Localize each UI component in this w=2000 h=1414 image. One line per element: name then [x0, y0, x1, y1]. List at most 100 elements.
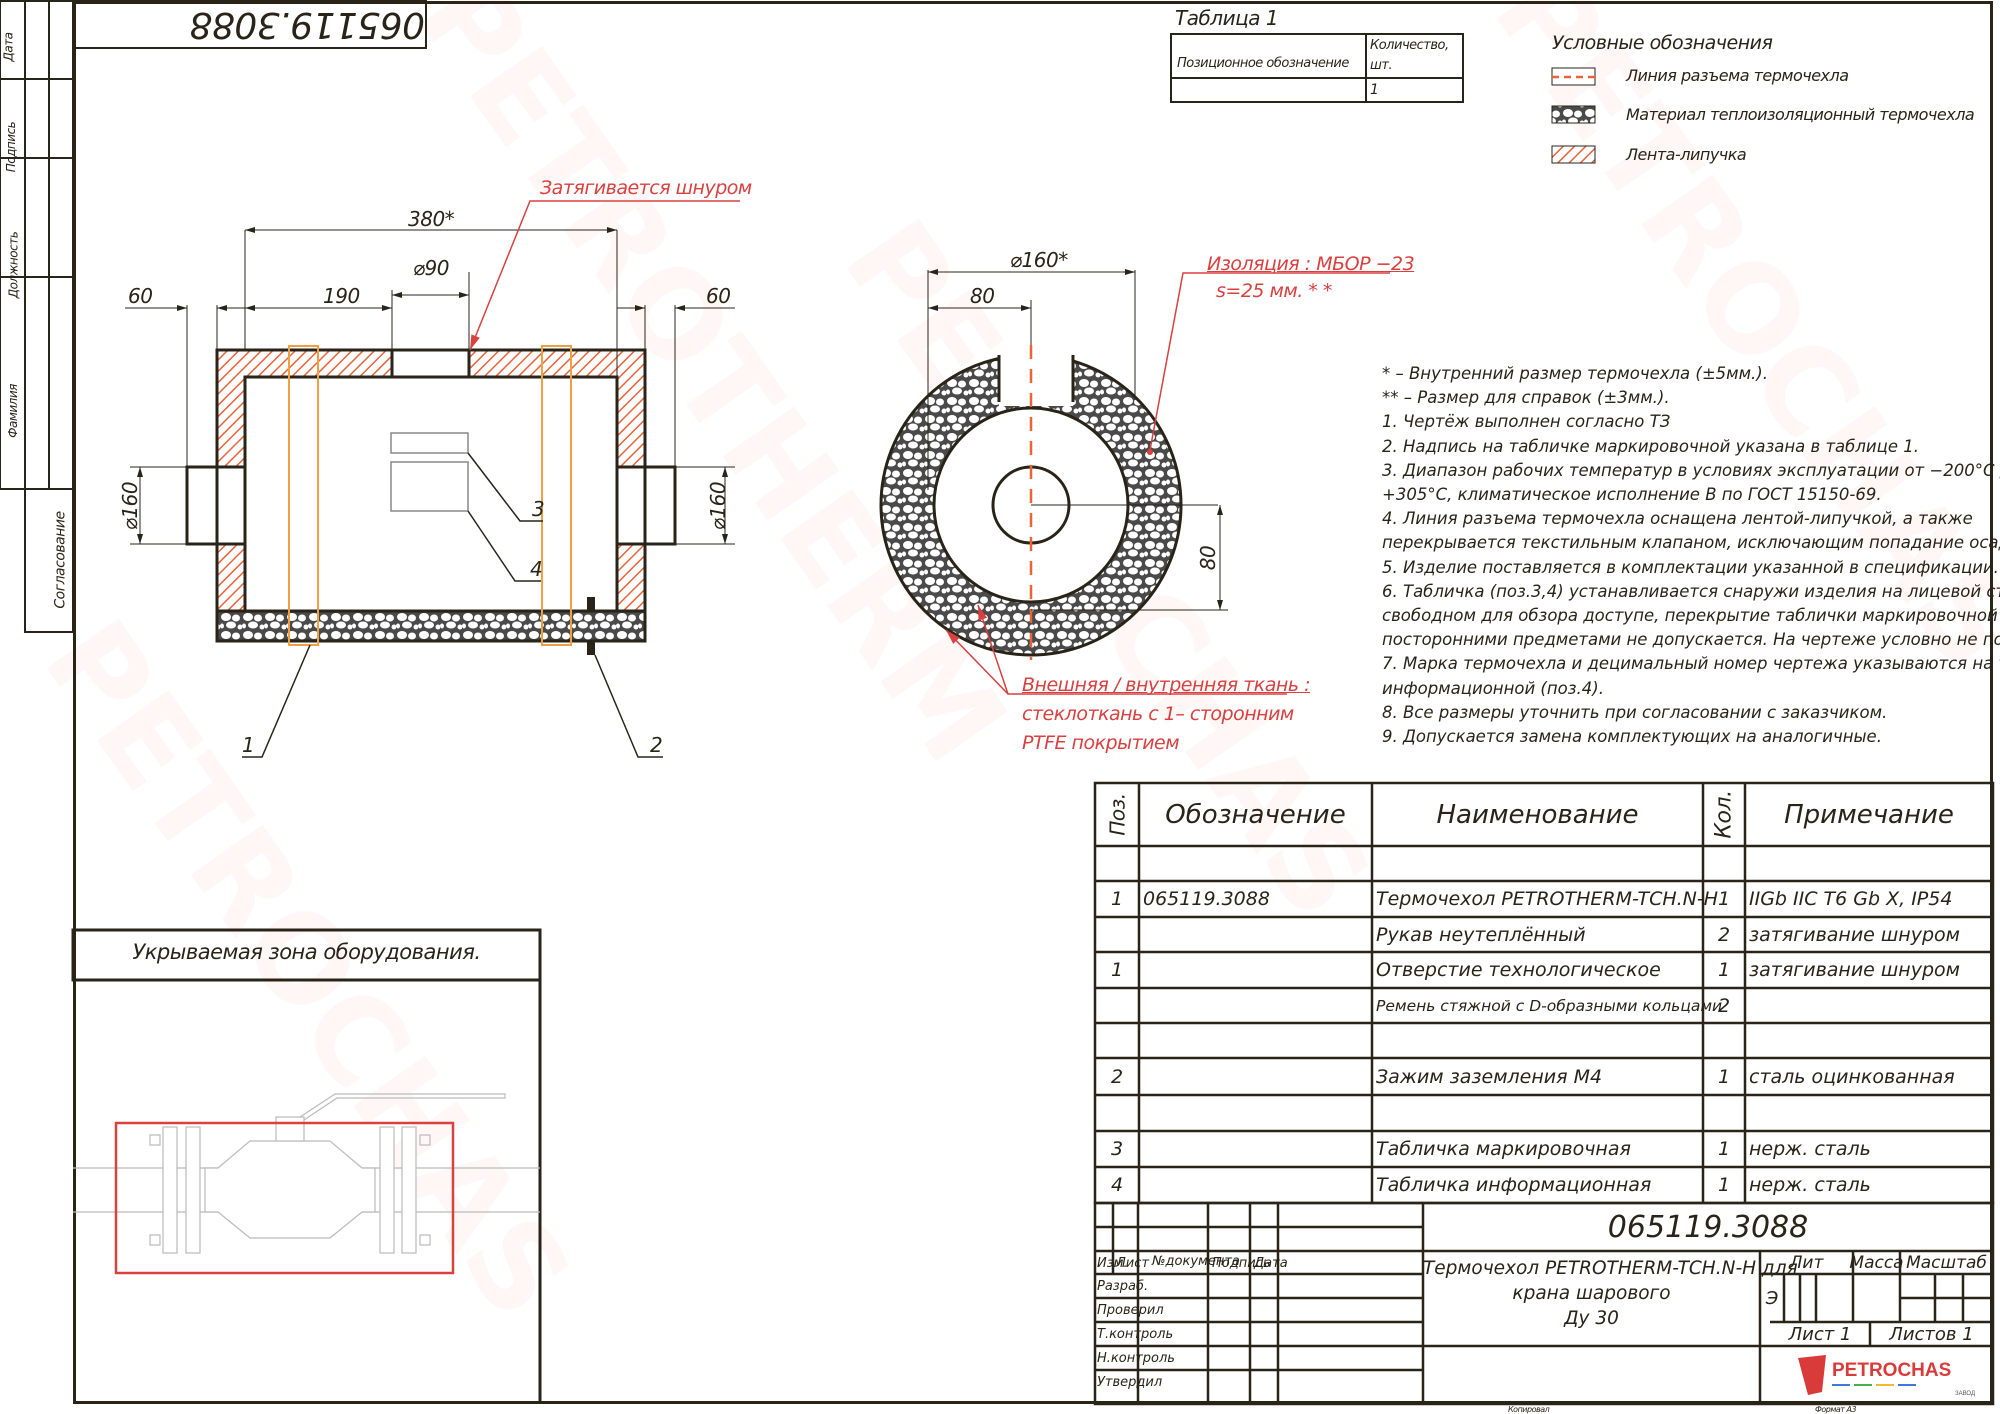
- technical-notes: * – Внутренний размер термочехла (±5мм.)…: [1382, 362, 2000, 749]
- spec-header-designation: Обозначение: [1165, 799, 1346, 830]
- note-line: информационной (поз.4).: [1382, 678, 1604, 698]
- title-doc-number: 065119.3088: [1607, 1209, 1809, 1245]
- callout-fabric-line3: PTFE покрытием: [1022, 732, 1180, 754]
- note-line: 7. Марка термочехла и децимальный номер …: [1382, 654, 2000, 674]
- spec-cell-qty: 1: [1717, 1065, 1731, 1088]
- side-label-position: Должность: [6, 231, 21, 299]
- note-line: 8. Все размеры уточнить при согласовании…: [1382, 702, 1888, 722]
- product-title-line1: Термочехол PETROTHERM-TCH.N-H для: [1423, 1258, 1798, 1279]
- legend-item-insulation: Материал теплоизоляционный термочехла: [1626, 105, 1975, 124]
- spec-cell-note: затягивание шнуром: [1749, 959, 1960, 981]
- callout-fabric-line2: стеклоткань с 1– сторонним: [1022, 703, 1294, 725]
- spec-cell-pos: 2: [1110, 1065, 1124, 1088]
- note-line: 9. Допускается замена комплектующих на а…: [1382, 727, 1882, 747]
- tb-role-approver: Утвердил: [1097, 1374, 1163, 1390]
- spec-cell-pos: 1: [1110, 959, 1124, 981]
- dim-overall: 380*: [408, 207, 455, 231]
- product-title-line3: Ду 30: [1564, 1308, 1619, 1329]
- spec-cell-name: Табличка маркировочная: [1376, 1138, 1631, 1160]
- petrochas-logo-shape: [1798, 1355, 1916, 1395]
- spec-cell-name: Отверстие технологическое: [1376, 959, 1661, 981]
- spec-header-name: Наименование: [1436, 799, 1639, 830]
- spec-cell-name: Ремень стяжной с D-образными кольцами: [1376, 996, 1723, 1015]
- tb-mass-label: Масса: [1849, 1252, 1904, 1273]
- tb-sheet: Лист 1: [1788, 1323, 1852, 1345]
- callout-insulation-line1: Изоляция : МБОР −23: [1207, 253, 1415, 275]
- spec-cell-pos: 3: [1110, 1138, 1124, 1160]
- spec-cell-pos: 1: [1110, 888, 1124, 910]
- equipment-zone-title: Укрываемая зона оборудования.: [132, 940, 481, 964]
- dim-left-to-hole: 190: [323, 284, 360, 308]
- spec-cell-note: нерж. сталь: [1749, 1138, 1871, 1160]
- position-label-3: 3: [532, 497, 545, 521]
- spec-cell-qty: 1: [1717, 888, 1731, 910]
- table1-header-qty: Количество, шт.: [1370, 38, 1449, 73]
- spec-cell-qty: 2: [1717, 994, 1731, 1017]
- tb-col-change: Изм.: [1097, 1255, 1128, 1271]
- spec-cell-note: сталь оцинкованная: [1749, 1065, 1955, 1088]
- tb-role-norm-control: Н.контроль: [1097, 1350, 1175, 1366]
- note-line: +305°С, климатическое исполнение В по ГО…: [1382, 485, 1882, 505]
- footer-copied: Копировал: [1508, 1405, 1550, 1414]
- note-line: 3. Диапазон рабочих температур в условия…: [1382, 460, 2000, 480]
- spec-cell-name: Табличка информационная: [1376, 1174, 1652, 1196]
- note-line: 4. Линия разъема термочехла оснащена лен…: [1382, 509, 1973, 529]
- drawing-frame: [73, 1, 1993, 1404]
- tb-col-signature: Подпись: [1212, 1255, 1271, 1271]
- table1-cell-qty: 1: [1370, 82, 1379, 98]
- dim-vertical: 80: [1196, 545, 1221, 571]
- footer-format: Формат А3: [1815, 1405, 1857, 1414]
- legend-item-velcro: Лента-липучка: [1626, 145, 1747, 164]
- note-line: * – Внутренний размер термочехла (±5мм.)…: [1382, 364, 1768, 383]
- position-label-1: 1: [242, 733, 255, 757]
- spec-cell-note: IIGb IIC T6 Gb X, IP54: [1749, 888, 1953, 910]
- spec-cell-qty: 1: [1717, 1138, 1731, 1160]
- note-line: 5. Изделие поставляется в комплектации у…: [1382, 557, 1999, 577]
- tb-col-docnum: №документа: [1152, 1253, 1240, 1269]
- product-title-line2: крана шарового: [1512, 1283, 1671, 1304]
- dim-half: 80: [970, 284, 995, 308]
- side-label-agreement: Согласование: [52, 511, 69, 609]
- legend-title: Условные обозначения: [1552, 32, 1773, 54]
- callout-insulation-line2: s=25 мм. * *: [1216, 280, 1332, 302]
- callout-fabric-line1: Внешняя / внутренняя ткань :: [1022, 674, 1310, 696]
- logo-text: PETROCHAS: [1832, 1360, 1952, 1381]
- tb-col-date: Дата: [1254, 1255, 1288, 1271]
- spec-cell-designation: 065119.3088: [1143, 888, 1270, 910]
- table1-header-position: Позиционное обозначение: [1177, 56, 1349, 71]
- note-line: 1. Чертёж выполнен согласно ТЗ: [1382, 412, 1671, 432]
- spec-cell-pos: 4: [1110, 1174, 1124, 1196]
- dim-hole-diameter: ⌀90: [413, 256, 450, 280]
- spec-cell-name: Рукав неутеплённый: [1376, 923, 1586, 946]
- dim-outer-diameter: ⌀160*: [1010, 248, 1068, 272]
- side-label-signature: Подпись: [4, 121, 19, 173]
- note-line: свободном для обзора доступе, перекрытие…: [1382, 606, 1998, 626]
- tb-sheets: Листов 1: [1889, 1323, 1974, 1345]
- spec-cell-qty: 2: [1717, 923, 1731, 946]
- legend-item-split-line: Линия разъема термочехла: [1626, 66, 1849, 85]
- position-label-2: 2: [650, 733, 663, 757]
- tb-lit-value: Э: [1765, 1287, 1779, 1309]
- side-label-date: Дата: [1, 32, 16, 62]
- spec-cell-qty: 1: [1717, 959, 1731, 981]
- tb-role-developer: Разраб.: [1097, 1278, 1149, 1294]
- note-line: посторонними предметами не допускается. …: [1382, 630, 2000, 650]
- tb-scale-label: Масштаб: [1906, 1252, 1987, 1273]
- spec-cell-note: нерж. сталь: [1749, 1174, 1871, 1196]
- product-title: Термочехол PETROTHERM-TCH.N-H для крана …: [1423, 1256, 1798, 1331]
- dim-left-spigot: 60: [128, 284, 153, 308]
- spec-header-note: Примечание: [1784, 799, 1954, 830]
- note-line: 2. Надпись на табличке маркировочной ука…: [1382, 436, 1919, 456]
- side-label-surname: Фамилия: [5, 384, 20, 438]
- tb-lit-label: Лит: [1789, 1252, 1824, 1273]
- spec-cell-name: Зажим заземления М4: [1376, 1065, 1603, 1088]
- tb-role-tech-control: Т.контроль: [1097, 1326, 1174, 1342]
- tb-col-sheet: Лист: [1116, 1255, 1149, 1271]
- callout-drawstring: Затягивается шнуром: [540, 177, 752, 199]
- position-label-4: 4: [530, 557, 543, 581]
- tb-role-checker: Проверил: [1097, 1302, 1164, 1318]
- table1-title: Таблица 1: [1175, 6, 1279, 30]
- dim-right-diameter: ⌀160: [706, 481, 731, 531]
- spec-cell-note: затягивание шнуром: [1749, 923, 1960, 946]
